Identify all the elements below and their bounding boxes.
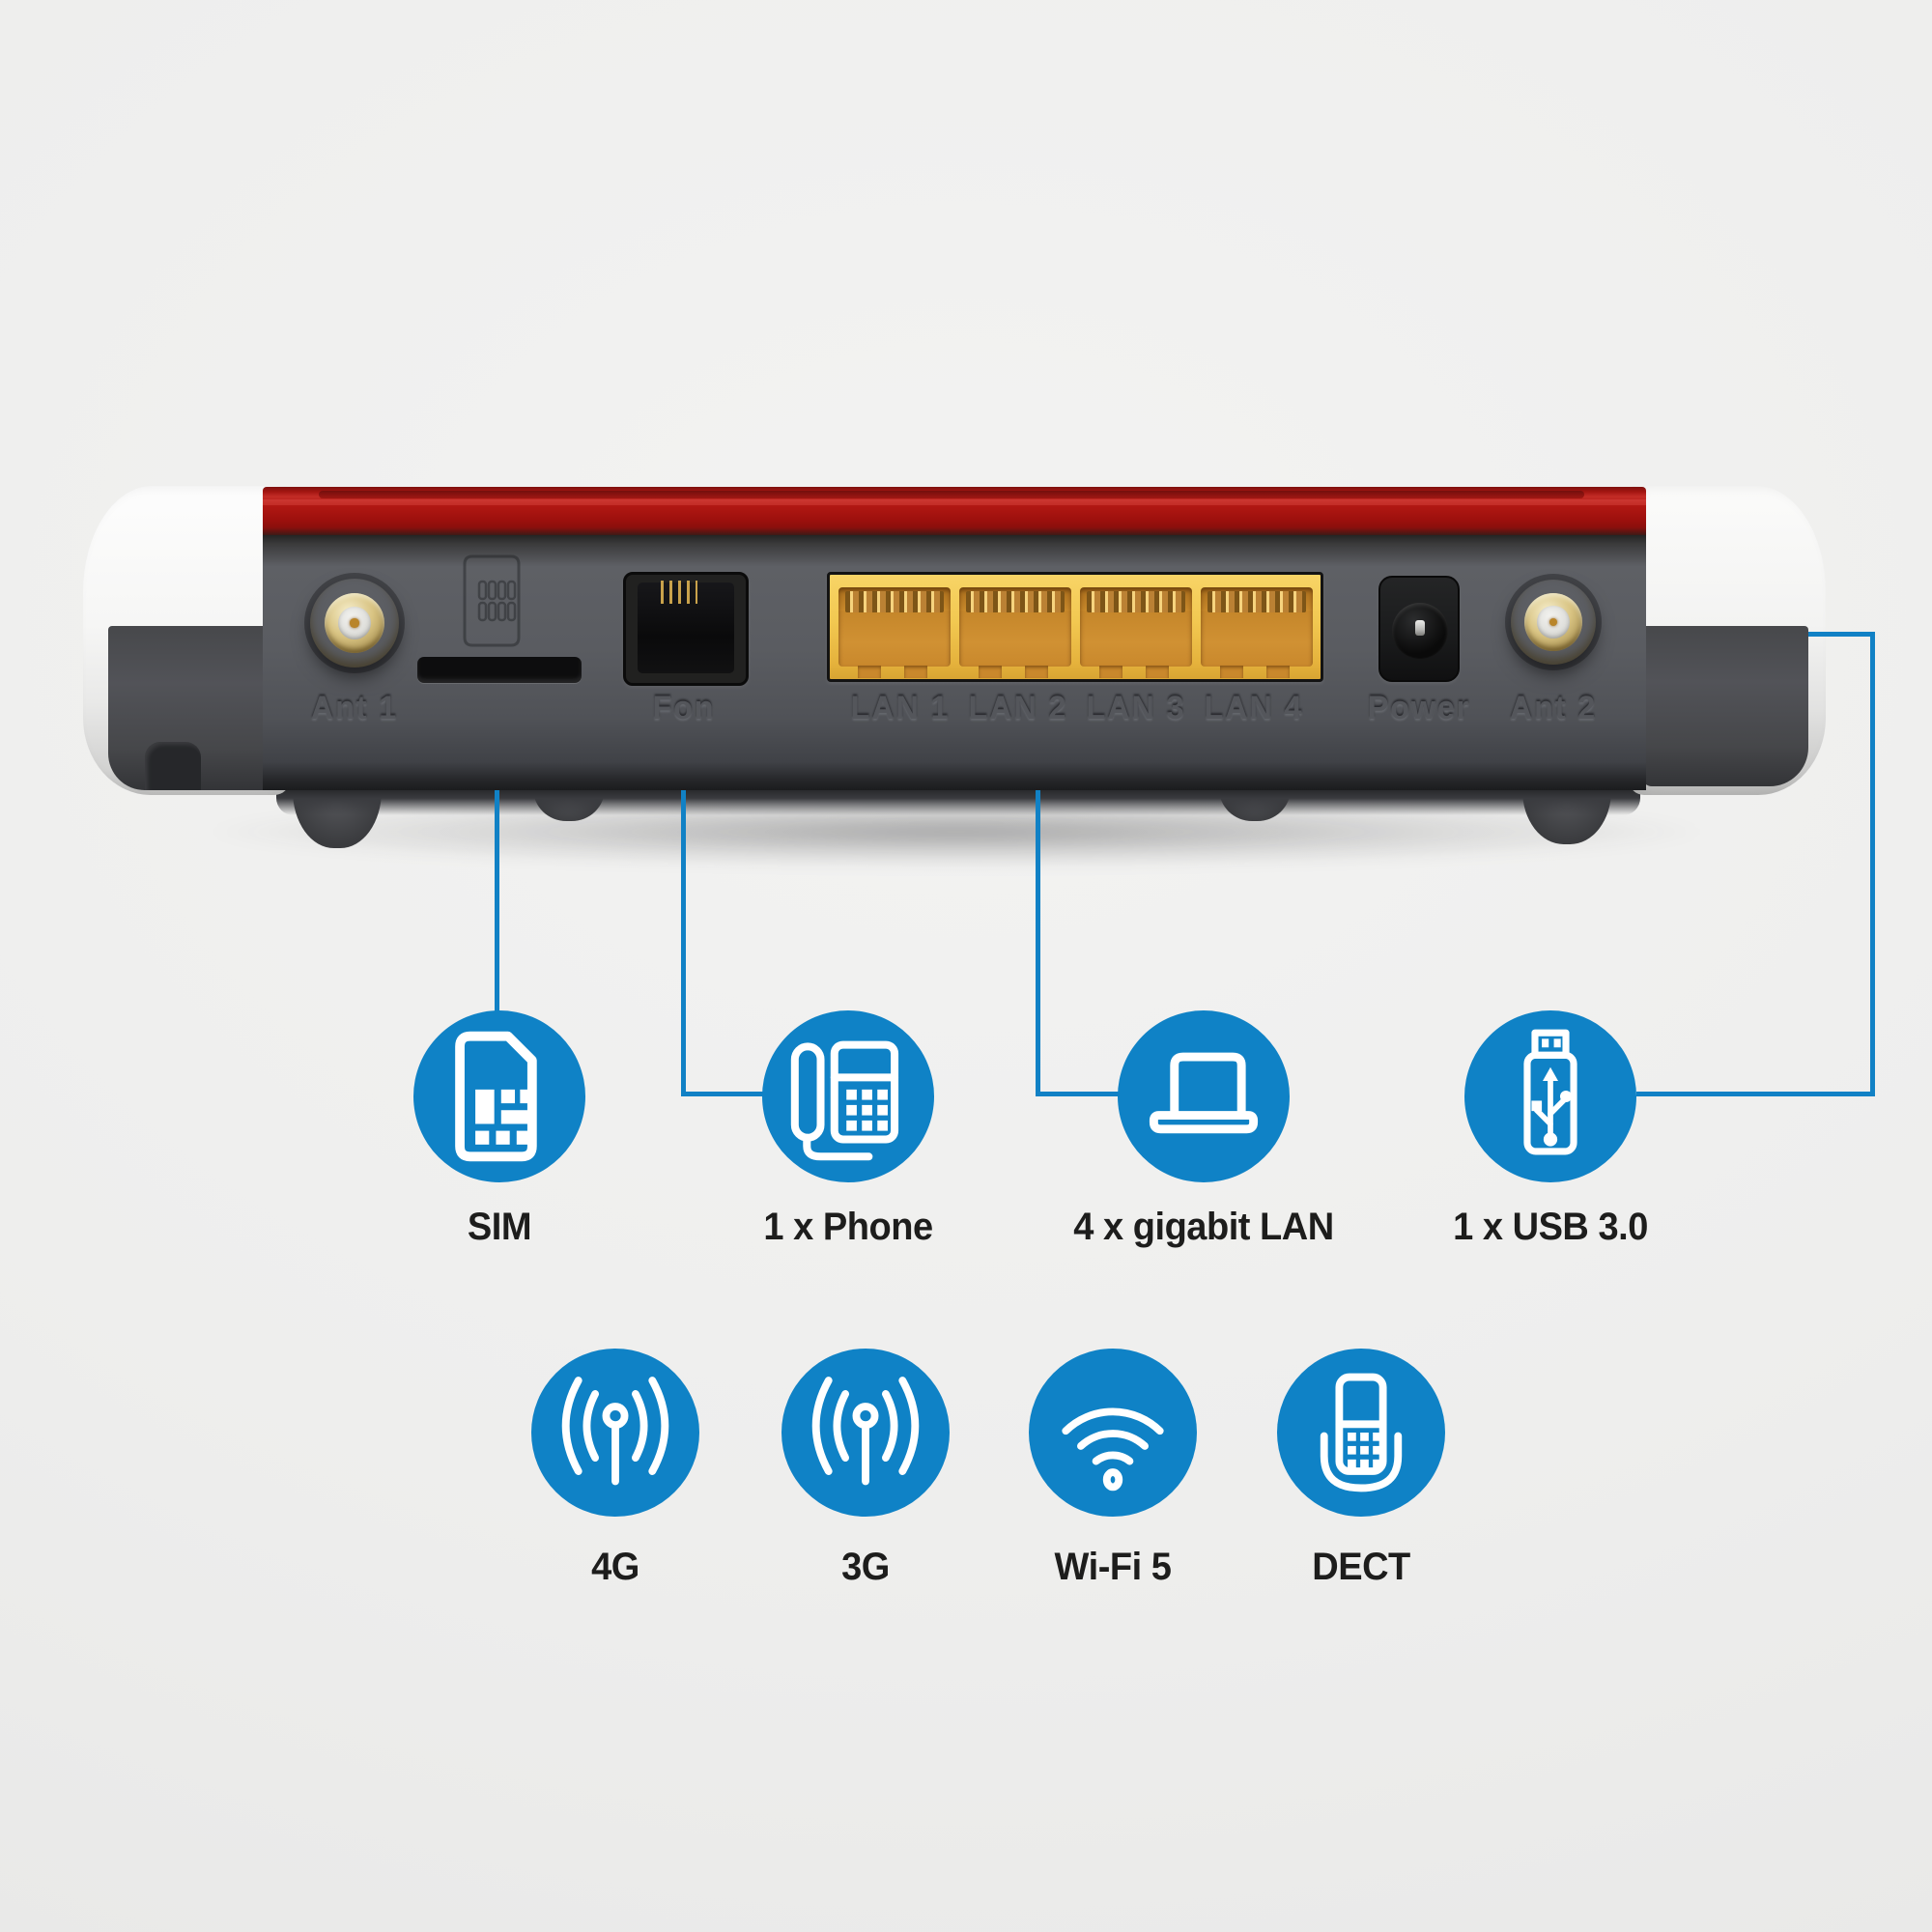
usb-stick-icon <box>1523 1029 1577 1155</box>
feature-label-usb: 1 x USB 3.0 <box>1453 1206 1648 1248</box>
feature-label-wifi: Wi-Fi 5 <box>1054 1546 1172 1588</box>
lan-port-2 <box>959 587 1071 678</box>
port-label-lan4: LAN 4 <box>1204 690 1304 726</box>
feature-label-dect: DECT <box>1312 1546 1410 1588</box>
callout-line-fon-v <box>681 790 686 1096</box>
feature-circle-dect <box>1277 1349 1445 1517</box>
lan-tab <box>1266 666 1290 678</box>
power-jack <box>1378 576 1460 682</box>
lan-pins <box>845 591 944 612</box>
feature-label-sim: SIM <box>467 1206 532 1248</box>
lan-pins <box>1208 591 1306 612</box>
sma-pin <box>1548 617 1558 627</box>
port-label-lan3: LAN 3 <box>1086 690 1186 726</box>
antenna-connector-2 <box>1511 580 1596 665</box>
feature-circle-phone <box>762 1010 934 1182</box>
sma-pin <box>350 618 359 628</box>
power-pin <box>1415 620 1425 636</box>
port-label-fon: Fon <box>652 690 716 726</box>
antenna-3g-icon <box>811 1377 920 1486</box>
wifi-icon <box>1062 1407 1164 1492</box>
lan-tab <box>1025 666 1048 678</box>
callout-line-usb-h2 <box>1636 1092 1873 1096</box>
feature-label-lan: 4 x gigabit LAN <box>1073 1206 1334 1248</box>
right-cap-inset <box>1642 626 1808 786</box>
lan-port-1 <box>838 587 951 678</box>
feature-label-phone: 1 x Phone <box>763 1206 933 1248</box>
lan-tab <box>1099 666 1122 678</box>
lan-pins <box>966 591 1065 612</box>
port-label-power: Power <box>1367 690 1471 726</box>
lan-port-block <box>827 572 1323 682</box>
left-cap-notch <box>145 742 201 790</box>
port-label-ant2: Ant 2 <box>1509 690 1598 726</box>
laptop-icon <box>1149 1052 1259 1134</box>
left-cap-inset <box>108 626 290 790</box>
port-label-ant1: Ant 1 <box>310 690 399 726</box>
lan-tab <box>1146 666 1169 678</box>
callout-line-lan-v <box>1036 790 1040 1096</box>
red-top-groove <box>319 491 1584 498</box>
feature-circle-sim <box>413 1010 585 1182</box>
feature-circle-lan <box>1118 1010 1290 1182</box>
lan-tab <box>858 666 881 678</box>
feature-label-4g: 4G <box>591 1546 639 1588</box>
lan-tab <box>904 666 927 678</box>
callout-line-usb-v <box>1870 632 1875 1096</box>
router-left-cap <box>83 486 290 795</box>
sim-etched-icon <box>463 554 521 647</box>
red-gloss-highlight <box>263 499 1646 505</box>
antenna-connector-1 <box>310 579 399 668</box>
antenna-4g-icon <box>561 1377 669 1486</box>
feature-label-3g: 3G <box>841 1546 890 1588</box>
sim-card-slot <box>417 657 582 683</box>
lan-port-4 <box>1201 587 1313 678</box>
power-barrel <box>1392 603 1448 659</box>
lan-tab <box>1220 666 1243 678</box>
port-label-lan1: LAN 1 <box>850 690 951 726</box>
feature-circle-wifi <box>1029 1349 1197 1517</box>
callout-line-fon-h <box>681 1092 764 1096</box>
callout-line-lan-h <box>1036 1092 1121 1096</box>
feature-circle-3g <box>781 1349 950 1517</box>
fon-port <box>623 572 749 686</box>
router-right-cap <box>1629 486 1826 795</box>
fon-pins <box>655 581 697 604</box>
lan-port-3 <box>1080 587 1192 678</box>
lan-pins <box>1087 591 1185 612</box>
feature-circle-usb <box>1464 1010 1636 1182</box>
feature-circle-4g <box>531 1349 699 1517</box>
callout-line-usb-h1 <box>1808 632 1872 637</box>
callout-line-sim <box>495 790 499 1012</box>
sim-card-icon <box>455 1031 537 1162</box>
router-red-top <box>263 487 1646 535</box>
desk-phone-icon <box>790 1040 899 1161</box>
port-label-lan2: LAN 2 <box>968 690 1068 726</box>
lan-tab <box>979 666 1002 678</box>
dect-handset-icon <box>1320 1373 1403 1492</box>
